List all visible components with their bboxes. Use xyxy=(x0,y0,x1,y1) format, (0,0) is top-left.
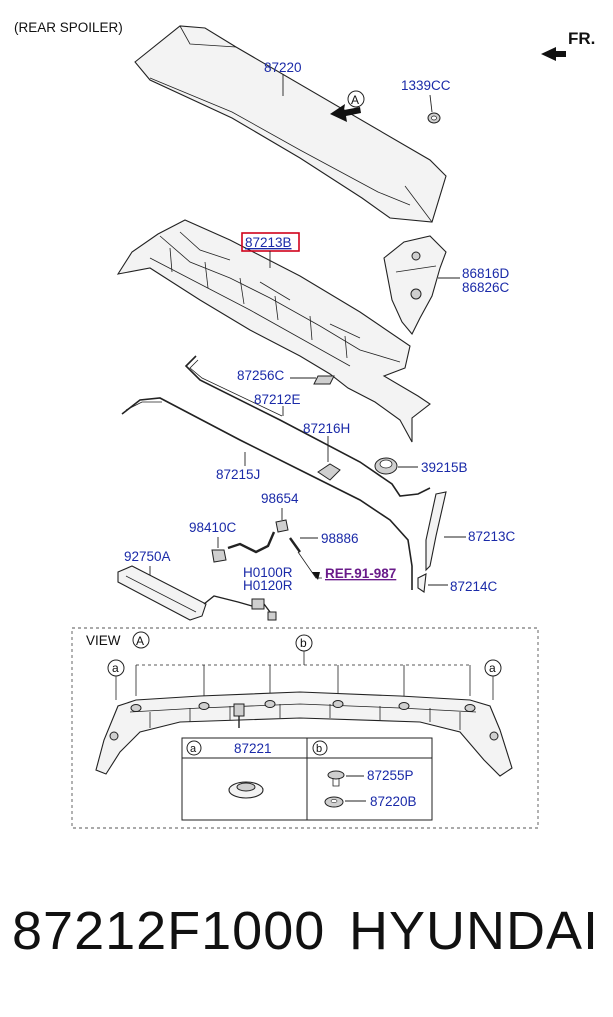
tape-87256C xyxy=(313,375,335,385)
nut-87220B-icon xyxy=(324,796,344,808)
connector-98410C xyxy=(211,549,227,563)
spoiler-underside-view xyxy=(95,691,513,777)
clip-87221-icon xyxy=(228,781,264,799)
view-a-detail-frame xyxy=(71,627,539,829)
side-bracket-86816D xyxy=(383,235,447,335)
label-1339CC: 1339CC xyxy=(401,78,451,93)
label-87212E: 87212E xyxy=(254,392,301,407)
label-H0100R: H0100R xyxy=(243,565,293,580)
view-a-title-marker-circle xyxy=(132,631,150,649)
front-direction-label: FR. xyxy=(568,29,595,48)
label-98654: 98654 xyxy=(261,491,299,506)
legend-a-circle xyxy=(186,740,202,756)
label-87216H: 87216H xyxy=(303,421,350,436)
grommet-39215B xyxy=(374,457,398,475)
clip-87216H xyxy=(317,463,341,481)
callout-a-left-letter: a xyxy=(112,661,119,675)
label-87215J: 87215J xyxy=(216,467,260,482)
callout-b-letter: b xyxy=(300,636,307,650)
label-87213C: 87213C xyxy=(468,529,516,544)
seal-strip-87215J xyxy=(121,397,413,590)
legend-b-letter: b xyxy=(316,743,322,755)
spoiler-inner-panel-87213B xyxy=(116,219,431,443)
front-direction-arrow-icon xyxy=(541,47,566,61)
rear-spoiler-exploded-diagram: (REAR SPOILER) FR. 87220 A 1339CC xyxy=(14,20,595,829)
legend-a-letter: a xyxy=(190,743,197,755)
legend-b-part-87255P: 87255P xyxy=(367,768,414,783)
legend-b-circle xyxy=(312,740,328,756)
part-number: 87212F1000 xyxy=(12,901,326,961)
label-98410C: 98410C xyxy=(189,520,237,535)
label-87214C: 87214C xyxy=(450,579,498,594)
washer-nozzle-98654 xyxy=(275,519,289,533)
legend-a-part-87221: 87221 xyxy=(234,741,272,756)
spoiler-body-87220 xyxy=(134,25,447,223)
clip-87214C xyxy=(417,573,427,593)
label-86826C: 86826C xyxy=(462,280,510,295)
nut-1339CC xyxy=(427,112,441,124)
high-mount-stop-lamp-92750A xyxy=(117,565,277,621)
view-a-title-marker-letter: A xyxy=(136,634,144,648)
washer-hose-assembly xyxy=(227,531,301,554)
view-a-callout-letter: A xyxy=(351,93,359,107)
brand-name: HYUNDAI xyxy=(348,901,599,961)
clip-87255P-icon xyxy=(327,770,345,787)
view-a-pointer-arrow-icon xyxy=(330,104,361,122)
view-a-callout-circle xyxy=(347,90,365,108)
footer: 87212F1000 HYUNDAI xyxy=(0,900,613,980)
label-87213B-highlight xyxy=(241,232,300,252)
legend-b-part-87220B: 87220B xyxy=(370,794,417,809)
section-title: (REAR SPOILER) xyxy=(14,20,123,35)
side-trim-87213C xyxy=(425,491,447,572)
label-H0120R: H0120R xyxy=(243,578,293,593)
view-a-title: VIEW xyxy=(86,633,121,648)
label-87220: 87220 xyxy=(264,60,302,75)
label-92750A: 92750A xyxy=(124,549,171,564)
reference-arrow-icon xyxy=(297,551,322,580)
label-98886: 98886 xyxy=(321,531,359,546)
label-87256C: 87256C xyxy=(237,368,285,383)
label-39215B: 39215B xyxy=(421,460,468,475)
label-86816D: 86816D xyxy=(462,266,510,281)
label-87213B: 87213B xyxy=(245,235,292,250)
callout-a-right-letter: a xyxy=(489,661,496,675)
weatherstrip-87212E xyxy=(184,355,431,497)
legend-table xyxy=(181,737,433,821)
reference-link-91-987[interactable]: REF.91-987 xyxy=(325,566,396,581)
